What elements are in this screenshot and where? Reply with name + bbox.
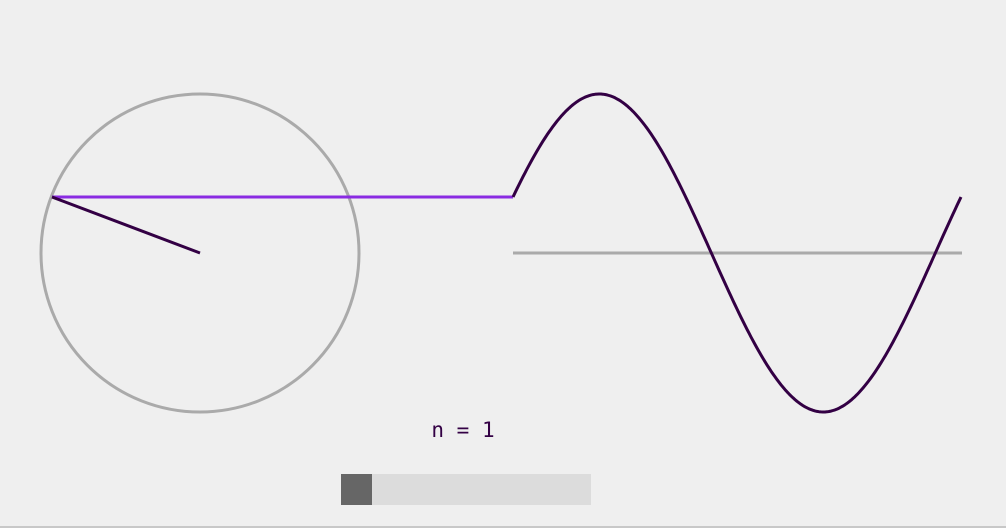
unit-circle: [39, 92, 361, 414]
sine-wave: [511, 92, 963, 414]
bottom-divider: [0, 526, 1006, 528]
n-slider[interactable]: [341, 474, 591, 505]
n-slider-thumb[interactable]: [341, 474, 372, 505]
radius-line: [51, 195, 201, 255]
n-value-label: n = 1: [431, 418, 495, 442]
